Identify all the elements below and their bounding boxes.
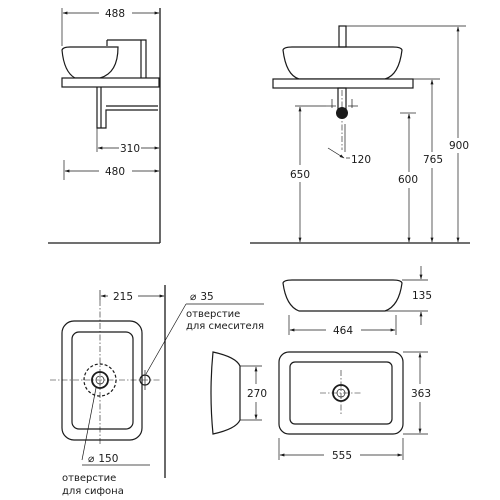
dim-120-arrow: [327, 147, 345, 159]
product-top-outer: [278, 351, 404, 435]
plan-drain-outline: [83, 363, 117, 397]
product-top-drain-center: [336, 388, 346, 398]
faucet-hole-diameter-symbol: ⌀: [190, 291, 196, 303]
product-side-outline: [210, 351, 241, 435]
faucet-hole-diameter-value: 35: [200, 291, 213, 303]
front-faucet: [338, 25, 347, 48]
plan-basin-outer: [61, 320, 143, 441]
dim-120-label: 120: [351, 154, 371, 166]
dim-310-label: 310: [120, 143, 140, 155]
dim-900-label: 900: [449, 140, 469, 152]
drain-diameter-symbol: ⌀: [88, 453, 94, 465]
faucet-hole-text-line2: для смесителя: [186, 321, 264, 332]
dim-488-label: 488: [105, 8, 125, 20]
dim-600-label: 600: [398, 174, 418, 186]
dim-650-label: 650: [290, 169, 310, 181]
drain-diameter-value: 150: [98, 453, 118, 465]
dim-135-label: 135: [412, 290, 432, 302]
side-trap-pipe: [96, 87, 158, 129]
faucet-hole-diameter-label: ⌀ 35: [190, 291, 214, 303]
dim-480-label: 480: [105, 166, 125, 178]
plan-drain-ring: [91, 371, 109, 389]
product-front-outline: [282, 279, 403, 312]
side-faucet-spout: [107, 39, 147, 78]
front-countertop: [272, 78, 414, 89]
drain-diameter-label: ⌀ 150: [88, 453, 118, 465]
product-top-inner: [289, 361, 393, 425]
dim-555-label: 555: [332, 450, 352, 462]
plan-drain-center: [95, 375, 105, 385]
dim-215-label: 215: [113, 291, 133, 303]
front-basin-outline: [282, 46, 403, 80]
dim-765-label: 765: [423, 154, 443, 166]
drain-text-line1: отверстие: [62, 473, 116, 484]
faucet-hole-leader: [145, 303, 187, 375]
side-basin-outline: [61, 46, 119, 79]
plan-view: 215 ⌀ 35 отверстие для смесителя ⌀ 150 отв…: [50, 285, 264, 497]
product-top-drain-ring: [332, 384, 350, 402]
plan-basin-inner: [71, 331, 134, 430]
product-views: 135 464 270 363 555: [210, 266, 432, 462]
dim-270-label: 270: [247, 388, 267, 400]
drain-leader: [81, 387, 97, 461]
faucet-hole-text-line1: отверстие: [186, 309, 240, 320]
dim-464-label: 464: [333, 325, 353, 337]
front-view: 120 650 600 765 900: [250, 25, 470, 244]
drain-text-line2: для сифона: [62, 486, 124, 497]
dim-363-label: 363: [411, 388, 431, 400]
side-view: 488 310 480: [48, 8, 161, 244]
side-countertop: [61, 77, 160, 88]
